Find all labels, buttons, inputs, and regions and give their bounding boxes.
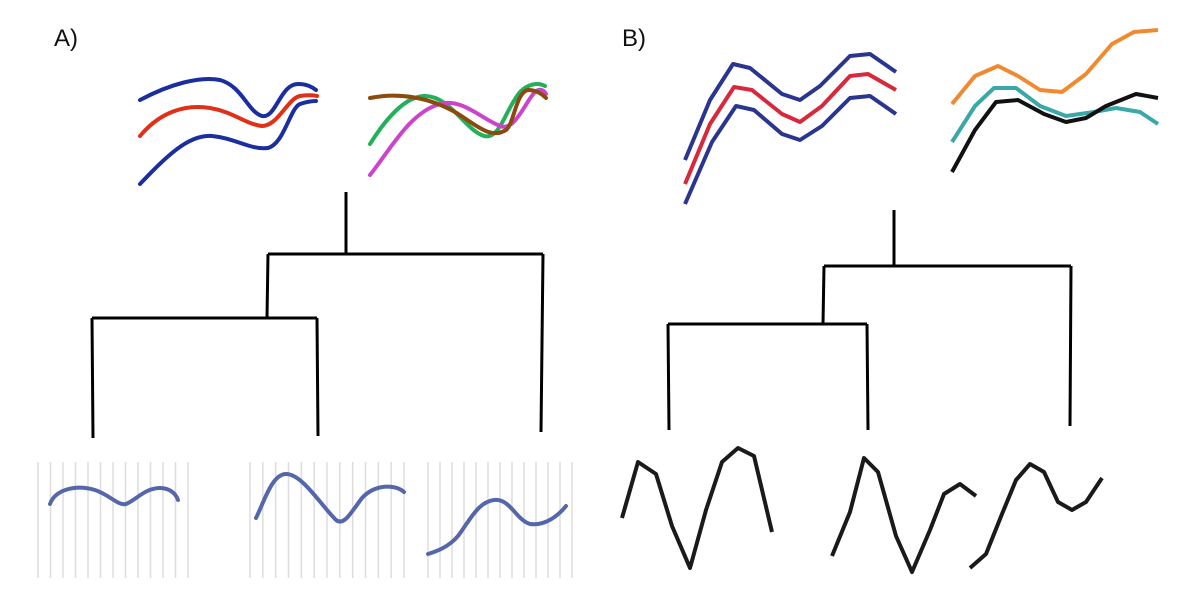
panel-b xyxy=(620,28,1160,574)
panel-b-curve-middle xyxy=(683,72,897,185)
panel-b-leaf-3-curve xyxy=(968,462,1104,570)
panel-a-leaf-3-curve xyxy=(426,497,568,556)
panel-b-leaf-curves xyxy=(620,446,1104,574)
panel-a-label: A) xyxy=(54,25,78,52)
panel-a-top-left-bundle xyxy=(138,77,319,186)
panel-b-leaf-1-curve xyxy=(620,446,774,570)
panel-b-dendrogram xyxy=(666,210,1073,431)
panel-a-curve-brown xyxy=(368,87,548,136)
panel-b-label: B) xyxy=(622,25,646,52)
panel-a-dendrogram xyxy=(90,192,545,439)
panel-a-curve-upper xyxy=(138,77,318,119)
panel-a-leaf-grids xyxy=(37,462,573,578)
panel-b-top-left-bundle xyxy=(683,52,898,205)
panel-a-curve-green xyxy=(368,82,547,146)
panel-a-leaf-2-curve xyxy=(254,471,406,524)
panel-b-leaf-2-curve xyxy=(830,456,978,574)
panel-a xyxy=(37,77,573,578)
panel-a-leaf-1-curve xyxy=(48,485,180,507)
panel-a-top-right-bundle xyxy=(368,82,548,177)
panel-a-curve-lower xyxy=(138,99,318,186)
panel-b-curve-teal xyxy=(950,86,1160,144)
panel-a-leaf-curves xyxy=(48,471,568,556)
panel-b-top-right-bundle xyxy=(950,28,1160,173)
panel-a-curve-middle xyxy=(138,93,319,138)
panel-b-curve-orange xyxy=(950,28,1159,106)
panel-b-curve-black xyxy=(950,92,1159,173)
panel-b-curve-lower xyxy=(683,94,898,205)
panel-b-curve-upper xyxy=(683,52,898,161)
